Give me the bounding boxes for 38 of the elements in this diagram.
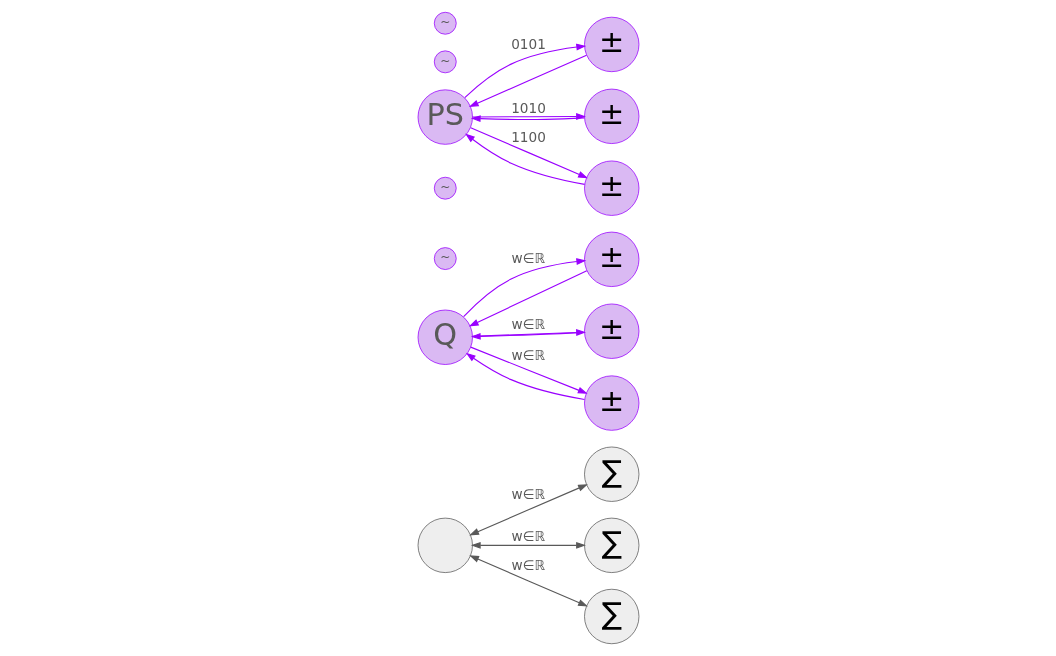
node-circle: ∑ [583, 588, 639, 645]
edge-label: 0101 [510, 35, 546, 52]
node-circle: ± [583, 16, 639, 73]
arrow [470, 541, 586, 549]
arrow [468, 270, 587, 327]
arrow [468, 54, 587, 108]
arrow [465, 352, 585, 400]
arrow [471, 113, 586, 120]
node-circle: ∑ [583, 446, 639, 502]
node-circle: ± [583, 88, 639, 144]
edge-label: w∈ℝ [511, 249, 545, 266]
arrow [462, 258, 586, 318]
arrow [464, 133, 585, 185]
edge-label: 1100 [510, 129, 546, 146]
node-circle: ± [583, 375, 639, 431]
edge-label: w∈ℝ [511, 316, 545, 333]
edge-label: w∈ℝ [511, 346, 545, 363]
arrow [468, 484, 588, 536]
node-circle: ~ [433, 247, 457, 270]
arrow [469, 127, 588, 179]
node-circle: Q [417, 309, 473, 365]
arrow [468, 555, 588, 607]
arrow [469, 346, 588, 394]
node-circle: ± [583, 231, 639, 287]
edge-label: w∈ℝ [511, 528, 545, 545]
node-circle: ± [583, 160, 639, 216]
node-circle: ± [583, 303, 639, 359]
node-circle: ∑ [583, 517, 639, 573]
edge-label: w∈ℝ [511, 556, 545, 573]
arrow [470, 332, 585, 340]
edge-label: 1010 [510, 99, 546, 116]
node-circle [417, 517, 473, 573]
arrow [463, 43, 586, 99]
edge-label: w∈ℝ [511, 485, 545, 502]
node-circle: ~ [433, 50, 457, 74]
node-circle: ~ [433, 176, 457, 200]
node-circle: ~ [433, 11, 457, 35]
arrow [470, 115, 585, 123]
